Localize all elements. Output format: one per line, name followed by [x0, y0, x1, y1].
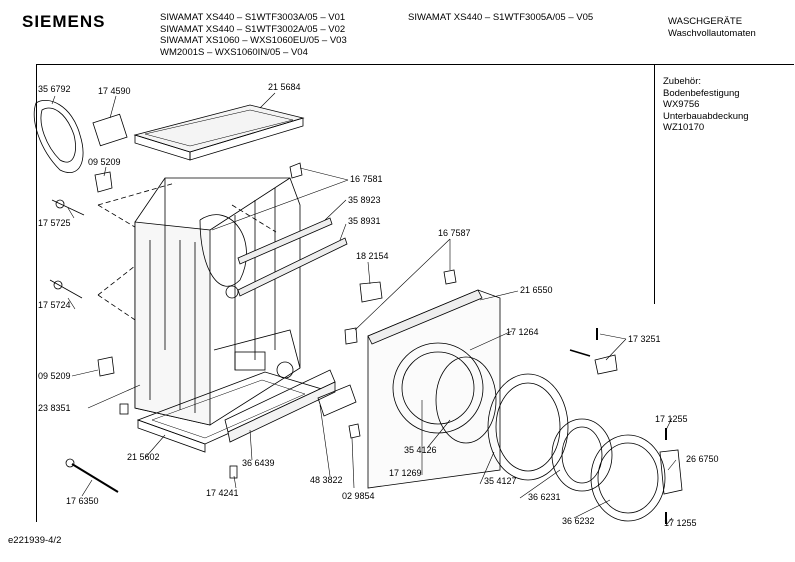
part-number-label[interactable]: 26 6750 — [686, 454, 719, 464]
leader-lines — [51, 92, 677, 525]
accessory-divider — [654, 64, 655, 304]
accessory-line: Unterbauabdeckung — [663, 110, 749, 122]
category-line: WASCHGERÄTE — [668, 16, 743, 27]
part-number-label[interactable]: 35 4127 — [484, 476, 517, 486]
diagram-frame — [36, 64, 794, 522]
model-line: SIWAMAT XS440 – S1WTF3002A/05 – V02 — [160, 23, 346, 35]
part-number-label[interactable]: 09 5209 — [88, 157, 121, 167]
model-line: SIWAMAT XS440 – S1WTF3003A/05 – V01 — [160, 12, 346, 23]
part-number-label[interactable]: 17 3251 — [628, 334, 661, 344]
part-number-label[interactable]: 36 6439 — [242, 458, 275, 468]
model-line: WM2001S – WXS1060IN/05 – V04 — [160, 46, 308, 58]
control-panel — [224, 369, 336, 443]
part-number-label[interactable]: 18 2154 — [356, 251, 389, 261]
accessory-line: WZ10170 — [663, 122, 705, 134]
part-number-label[interactable]: 17 1269 — [389, 468, 422, 478]
category-block: WASCHGERÄTE Waschvollautomaten — [668, 16, 756, 39]
model-line: SIWAMAT XS1060 – WXS1060EU/05 – V03 — [160, 35, 347, 47]
part-number-label[interactable]: 17 5724 — [38, 300, 71, 310]
part-number-label[interactable]: 17 5725 — [38, 218, 71, 228]
accessory-block: Zubehör: Bodenbefestigung WX9756 Unterba… — [663, 76, 749, 134]
part-number-label[interactable]: 16 7581 — [350, 174, 383, 184]
cabinet-body — [134, 177, 301, 426]
part-number-label[interactable]: 23 8351 — [38, 403, 71, 413]
door-assembly — [435, 356, 666, 522]
brand-logo: SIEMENS — [22, 12, 106, 31]
part-number-label[interactable]: 36 6232 — [562, 516, 595, 526]
accessory-line: Zubehör: — [663, 76, 702, 87]
front-panel — [367, 289, 501, 489]
part-number-label[interactable]: 16 7587 — [438, 228, 471, 238]
part-number-label[interactable]: 17 4241 — [206, 488, 239, 498]
part-number-label[interactable]: 21 5684 — [268, 82, 301, 92]
part-number-label[interactable]: 21 6550 — [520, 285, 553, 295]
part-number-label[interactable]: 35 8923 — [348, 195, 381, 205]
model-list: SIWAMAT XS440 – S1WTF3003A/05 – V01 SIWA… — [160, 12, 347, 58]
part-number-label[interactable]: 35 8931 — [348, 216, 381, 226]
accessory-line: WX9756 — [663, 99, 700, 111]
part-number-label[interactable]: 17 1264 — [506, 327, 539, 337]
model-line-right: SIWAMAT XS440 – S1WTF3005A/05 – V05 — [408, 12, 594, 23]
small-parts — [33, 99, 683, 524]
top-lid — [133, 104, 305, 161]
part-number-label[interactable]: 02 9854 — [342, 491, 375, 501]
part-number-label[interactable]: 17 4590 — [98, 86, 131, 96]
part-number-label[interactable]: 17 6350 — [66, 496, 99, 506]
part-number-label[interactable]: 21 5602 — [127, 452, 160, 462]
part-number-label[interactable]: 17 1255 — [655, 414, 688, 424]
part-number-label[interactable]: 35 6792 — [38, 84, 71, 94]
part-number-label[interactable]: 35 4126 — [404, 445, 437, 455]
part-number-label[interactable]: 09 5209 — [38, 371, 71, 381]
side-rails — [237, 217, 348, 297]
accessory-line: Bodenbefestigung — [663, 87, 740, 99]
part-number-label[interactable]: 48 3822 — [310, 475, 343, 485]
category-line: Waschvollautomaten — [668, 27, 756, 39]
part-number-label[interactable]: 36 6231 — [528, 492, 561, 502]
part-number-label[interactable]: 17 1255 — [664, 518, 697, 528]
document-id: e221939-4/2 — [8, 535, 62, 546]
